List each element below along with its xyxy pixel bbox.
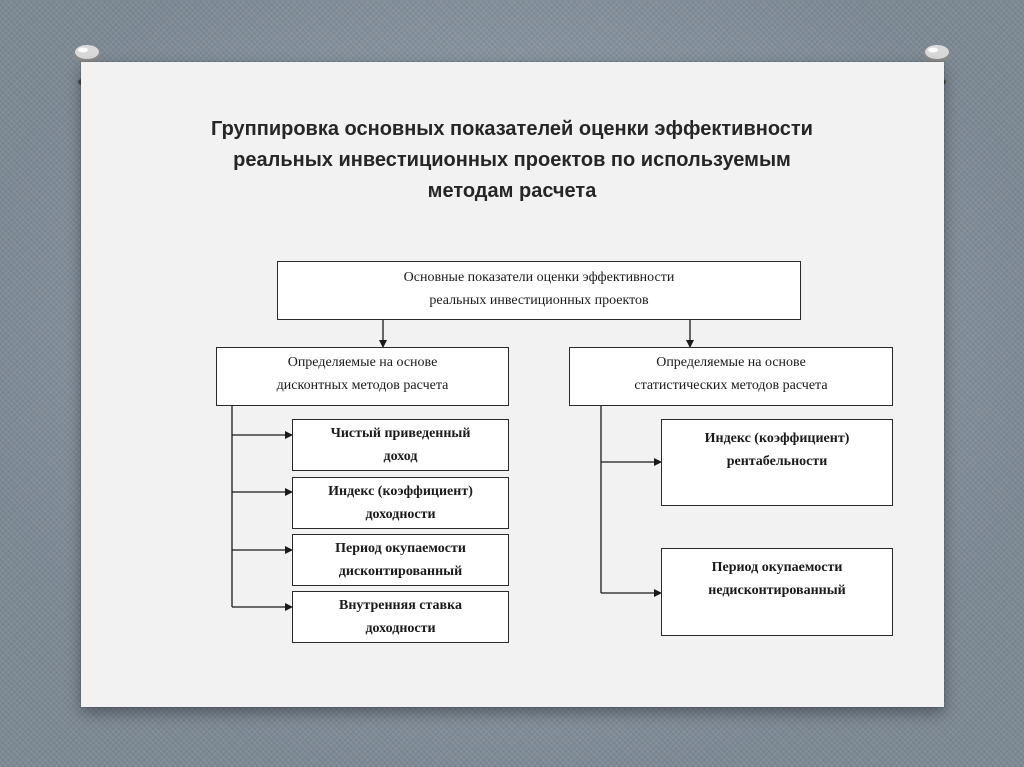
right-child-1-line-2: рентабельности	[726, 454, 828, 469]
title-line-1: Группировка основных показателей оценки …	[211, 118, 813, 140]
root-node-box: Основные показатели оценки эффективности…	[277, 261, 801, 320]
left-child-4-box: Внутренняя ставка доходности	[292, 591, 509, 643]
left-child-3-box: Период окупаемости дисконтированный	[292, 534, 509, 586]
right-child-1-box: Индекс (коэффициент) рентабельности	[661, 419, 893, 506]
title-line-3: методам расчета	[427, 180, 597, 202]
branch-statistic-line-2: статистических методов расчета	[634, 378, 828, 393]
left-child-1-box: Чистый приведенный доход	[292, 419, 509, 471]
left-child-4-line-2: доходности	[365, 621, 436, 636]
right-child-2-box: Период окупаемости недисконтированный	[661, 548, 893, 636]
branch-statistic-line-1: Определяемые на основе	[656, 355, 806, 370]
root-node-line-1: Основные показатели оценки эффективности	[403, 270, 675, 285]
branch-node-statistic-box: Определяемые на основе статистических ме…	[569, 347, 893, 406]
slide-title: Группировка основных показателей оценки …	[0, 114, 1024, 207]
root-node-line-2: реальных инвестиционных проектов	[429, 293, 649, 308]
left-child-1-line-1: Чистый приведенный	[330, 426, 471, 441]
left-child-2-box: Индекс (коэффициент) доходности	[292, 477, 509, 529]
left-child-3-line-1: Период окупаемости	[335, 541, 466, 556]
branch-discount-line-2: дисконтных методов расчета	[276, 378, 449, 393]
right-child-2-line-1: Период окупаемости	[711, 560, 843, 575]
left-child-3-line-2: дисконтированный	[338, 564, 463, 579]
left-child-2-line-1: Индекс (коэффициент)	[328, 484, 473, 499]
branch-node-discount-box: Определяемые на основе дисконтных методо…	[216, 347, 509, 406]
right-child-2-line-2: недисконтированный	[708, 583, 846, 598]
right-child-1-line-1: Индекс (коэффициент)	[704, 431, 850, 446]
left-child-4-line-1: Внутренняя ставка	[339, 598, 462, 613]
left-child-1-line-2: доход	[383, 449, 418, 464]
branch-discount-line-1: Определяемые на основе	[287, 355, 438, 370]
title-line-2: реальных инвестиционных проектов по испо…	[233, 149, 791, 171]
left-child-2-line-2: доходности	[365, 507, 436, 522]
